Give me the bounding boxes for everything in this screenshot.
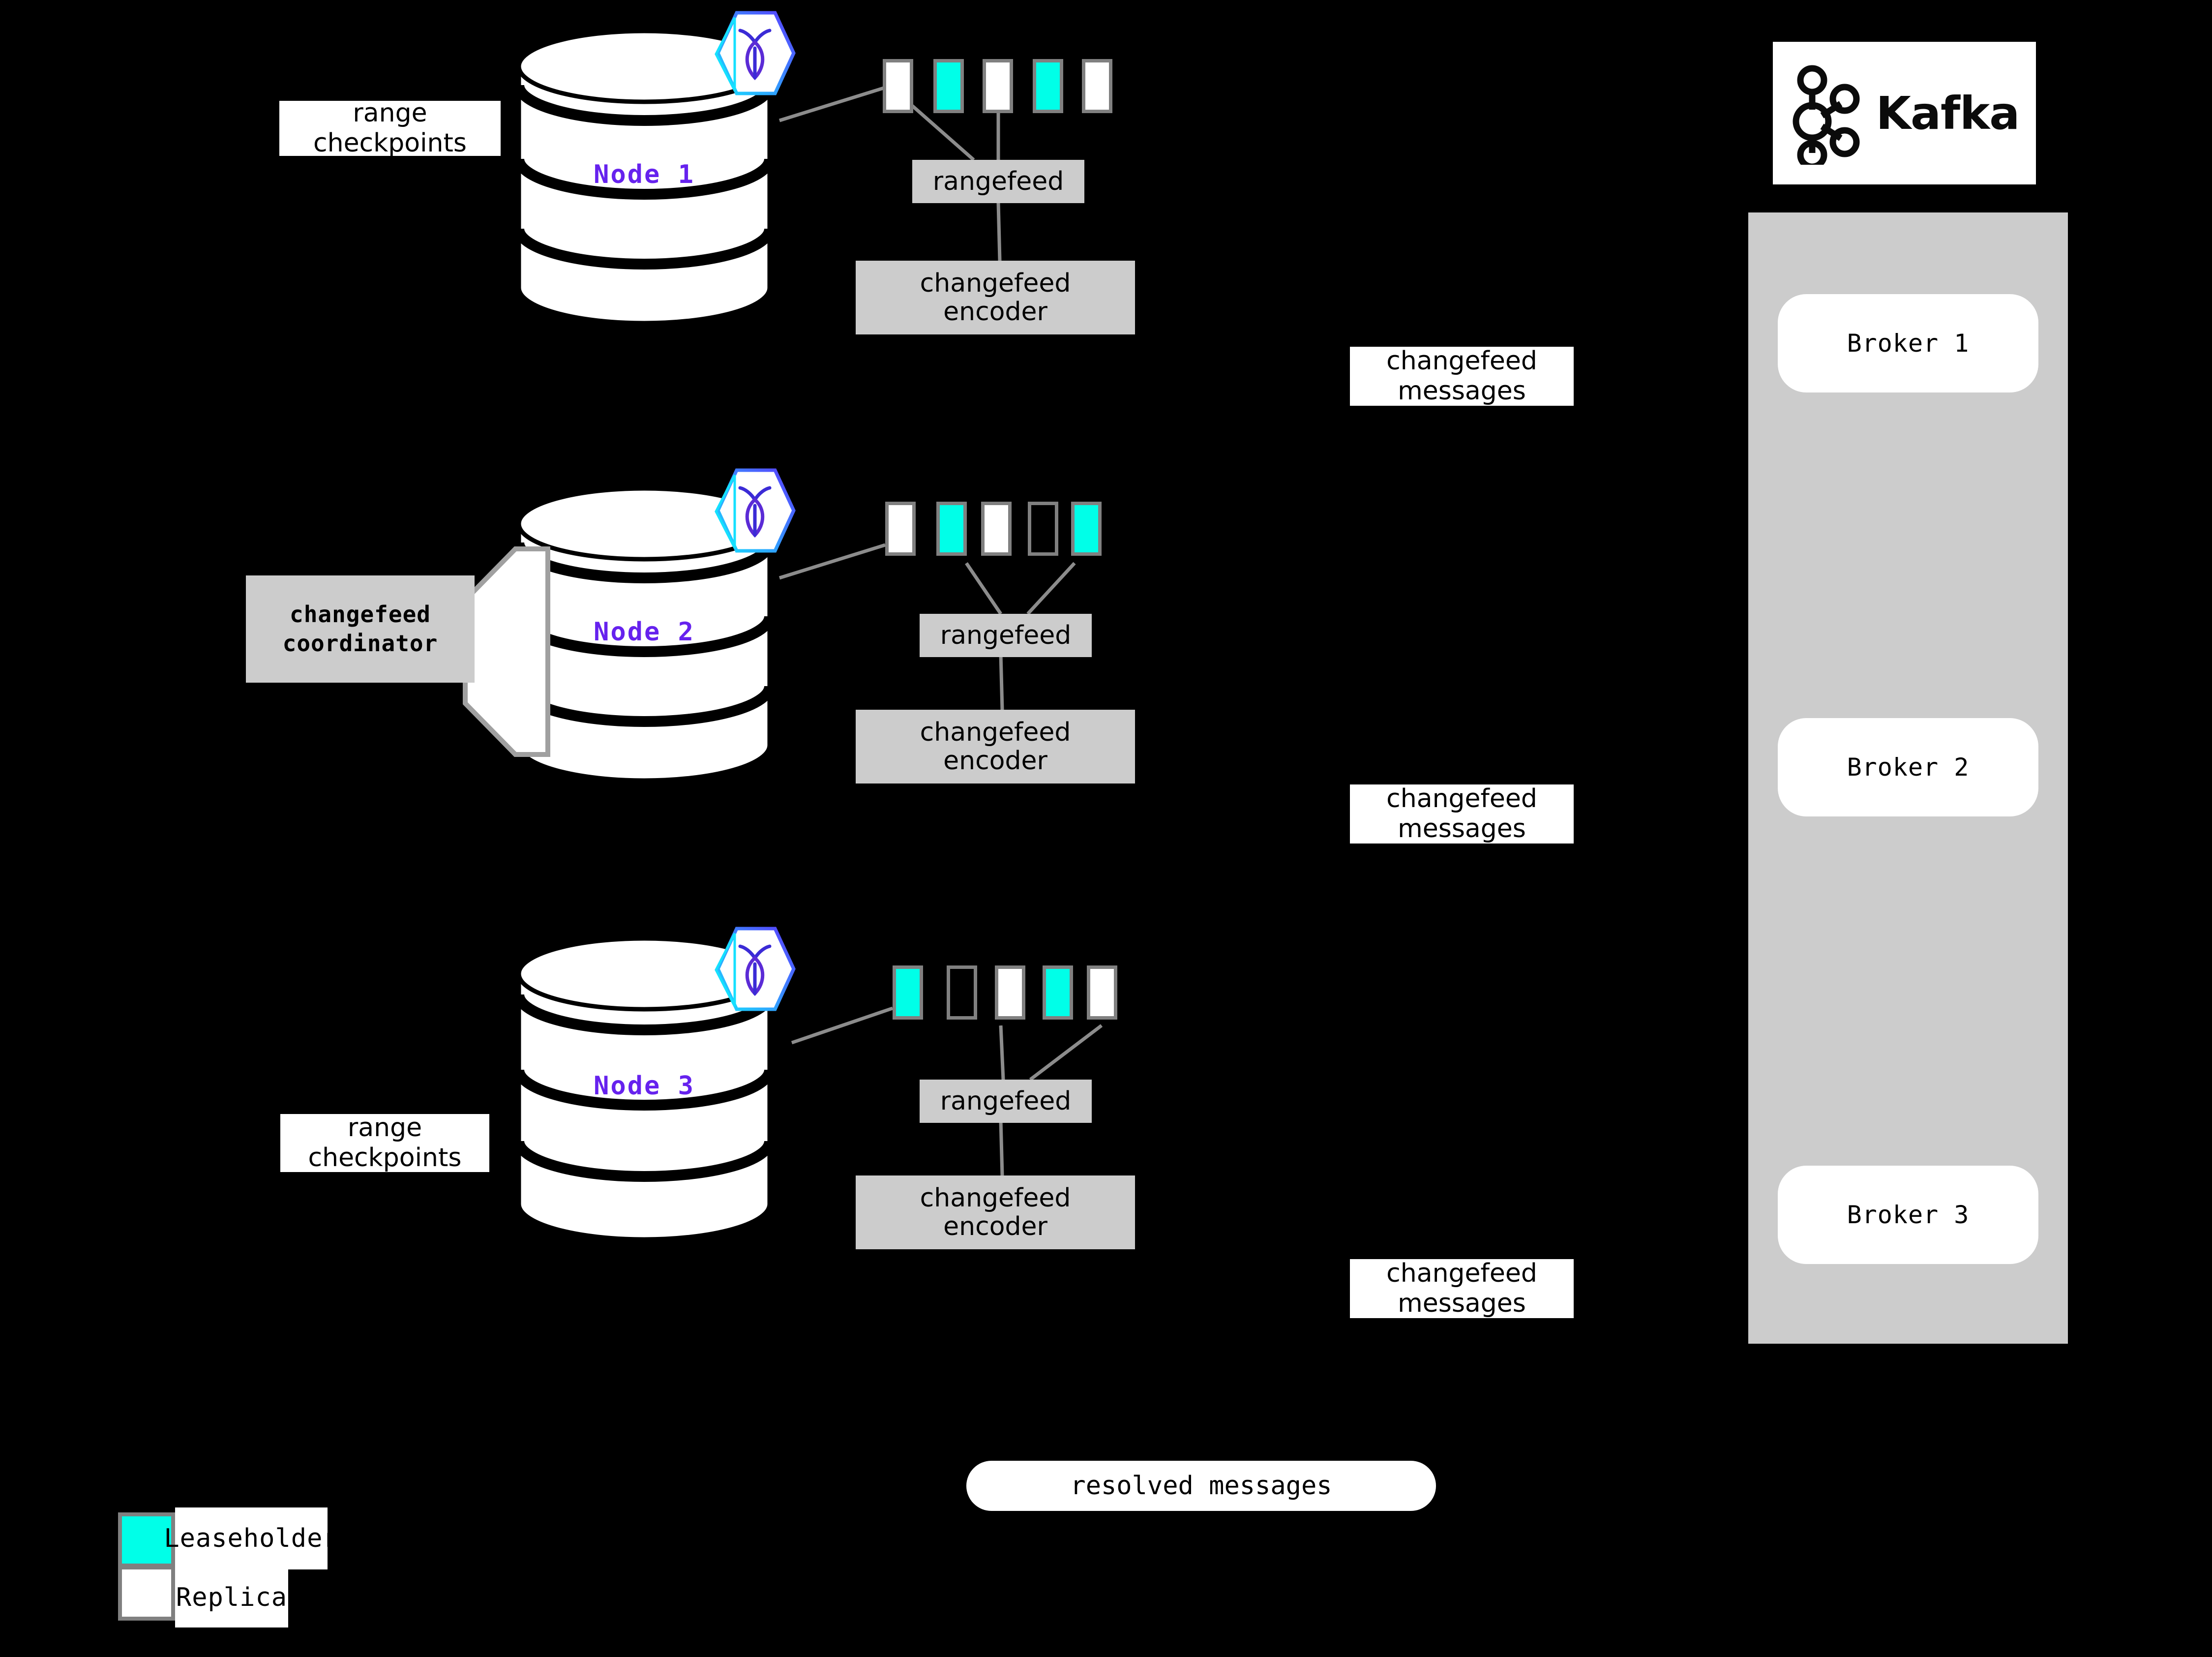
encoder-line-2: encoder: [943, 297, 1047, 327]
label-line-1: changefeed: [1386, 347, 1537, 376]
range-cell[interactable]: [981, 502, 1012, 556]
changefeed-messages-label-2: changefeed messages: [1350, 784, 1574, 844]
node-2-ranges: [885, 502, 1141, 561]
kafka-logo-card: Kafka: [1773, 42, 2036, 184]
cockroachdb-hexagon-logo: [712, 9, 796, 97]
kafka-wordmark: Kafka: [1876, 87, 2020, 140]
node-1-ranges: [883, 59, 1138, 118]
node-1-label: Node 1: [594, 160, 695, 189]
rangefeed-label: rangefeed: [940, 1086, 1072, 1116]
range-cell[interactable]: [983, 59, 1013, 113]
label-line-1: range: [353, 101, 427, 128]
rangefeed-label: rangefeed: [932, 166, 1064, 196]
broker-label: Broker 2: [1847, 753, 1970, 782]
node-2-label: Node 2: [594, 617, 695, 647]
label-line-1: range: [347, 1113, 422, 1143]
rangefeed-label: rangefeed: [940, 620, 1072, 650]
node-2-cylinder: Node 2: [514, 484, 775, 784]
label-line-1: changefeed: [1386, 1259, 1537, 1288]
legend-label-text: Replica: [176, 1583, 288, 1612]
broker-label: Broker 1: [1847, 329, 1970, 358]
label-line-2: messages: [1398, 376, 1526, 406]
label-line-2: checkpoints: [313, 128, 467, 156]
label-line-2: messages: [1398, 814, 1526, 844]
broker-box-3[interactable]: Broker 3: [1778, 1166, 2038, 1264]
resolved-messages-pill[interactable]: resolved messages: [966, 1461, 1436, 1511]
encoder-line-1: changefeed: [920, 717, 1071, 747]
legend-label-leaseholder: Leaseholder: [164, 1507, 338, 1569]
cockroachdb-hexagon-logo: [712, 925, 796, 1013]
range-cell[interactable]: [1082, 59, 1112, 113]
range-cell[interactable]: [883, 59, 913, 113]
changefeed-coordinator-pointer: [462, 546, 551, 757]
node-3-changefeed-encoder-box[interactable]: changefeed encoder: [856, 1175, 1135, 1249]
encoder-line-1: changefeed: [920, 1183, 1071, 1213]
node-1-changefeed-encoder-box[interactable]: changefeed encoder: [856, 261, 1135, 334]
range-cell[interactable]: [1071, 502, 1102, 556]
legend: Leaseholder Replica: [118, 1507, 423, 1633]
changefeed-coordinator-box[interactable]: changefeed coordinator: [246, 575, 475, 683]
range-cell[interactable]: [1033, 59, 1063, 113]
node-2-changefeed-encoder-box[interactable]: changefeed encoder: [856, 710, 1135, 783]
encoder-line-2: encoder: [943, 1212, 1047, 1241]
node-3-ranges: [893, 965, 1148, 1024]
changefeed-messages-label-3: changefeed messages: [1350, 1259, 1574, 1318]
resolved-messages-label: resolved messages: [1070, 1471, 1332, 1501]
node-3-rangefeed-box[interactable]: rangefeed: [920, 1080, 1092, 1123]
coordinator-line-1: changefeed: [290, 601, 431, 628]
legend-swatch-replica: [118, 1566, 175, 1621]
node-2-rangefeed-box[interactable]: rangefeed: [920, 614, 1092, 657]
node-1-cylinder: Node 1: [514, 27, 775, 327]
range-cell[interactable]: [1087, 965, 1117, 1020]
range-cell[interactable]: [893, 965, 923, 1020]
changefeed-messages-label-1: changefeed messages: [1350, 347, 1574, 406]
node-3-range-checkpoints-label: range checkpoints: [280, 1113, 489, 1173]
broker-label: Broker 3: [1847, 1201, 1970, 1229]
range-cell[interactable]: [885, 502, 916, 556]
range-cell[interactable]: [1043, 965, 1073, 1020]
node-1-rangefeed-box[interactable]: rangefeed: [912, 160, 1084, 203]
node-3-label: Node 3: [594, 1071, 695, 1101]
broker-box-1[interactable]: Broker 1: [1778, 294, 2038, 392]
node-1-range-checkpoints-label: range checkpoints: [279, 101, 501, 156]
cockroachdb-hexagon-logo: [712, 466, 796, 555]
range-cell[interactable]: [995, 965, 1025, 1020]
legend-label-text: Leaseholder: [164, 1524, 339, 1553]
range-cell[interactable]: [947, 965, 977, 1020]
range-cell[interactable]: [1028, 502, 1058, 556]
range-cell[interactable]: [933, 59, 964, 113]
label-line-2: messages: [1398, 1289, 1526, 1318]
coordinator-line-2: coordinator: [282, 630, 438, 657]
kafka-logo: [1790, 61, 1863, 170]
range-cell[interactable]: [936, 502, 967, 556]
encoder-line-2: encoder: [943, 746, 1047, 776]
label-line-1: changefeed: [1386, 784, 1537, 813]
encoder-line-1: changefeed: [920, 268, 1071, 298]
broker-box-2[interactable]: Broker 2: [1778, 718, 2038, 816]
legend-label-replica: Replica: [175, 1567, 288, 1627]
label-line-2: checkpoints: [308, 1143, 462, 1173]
node-3-cylinder: Node 3: [514, 934, 775, 1244]
